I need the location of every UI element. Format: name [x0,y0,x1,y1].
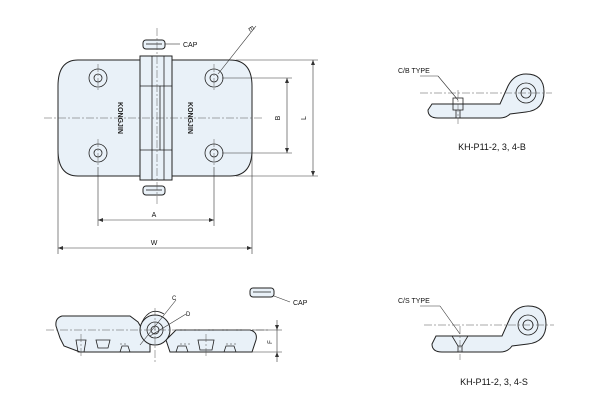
cb-body [427,73,545,119]
cb-type-label: C/B TYPE [398,68,430,75]
engraving-left: KONGJIN [116,102,123,134]
dim-w-label: W [151,240,158,247]
cap-top [142,39,166,50]
cb-leader [437,75,459,101]
c-leader [139,299,177,346]
e-leader [217,25,257,75]
side-cs-3 [197,339,215,351]
dim-c-label: C [172,296,177,302]
dim-f-label: F [268,340,274,344]
dim-d-label: D [186,312,191,318]
side-cs-1 [75,339,87,353]
cs-body [431,305,547,353]
cap-bottom [142,185,166,196]
cap-label-side: CAP [293,300,308,307]
top-view: CAP KONGJIN KONGJIN E B [44,25,318,254]
side-cap-leader [273,295,291,303]
dim-b-label: B [275,115,282,120]
side-knuckle-top [141,310,165,323]
cap-label-top: CAP [183,42,198,49]
left-leaf [57,59,141,177]
dim-l-label: L [301,116,308,120]
dim-e-label: E [246,25,255,33]
side-left-leaf [55,315,151,353]
side-notches [119,345,237,353]
side-right-leaf [165,329,257,353]
knuckle-step-right [160,85,172,151]
cb-type-view: C/B TYPE KH-P11-2, 3, 4-B [398,68,552,152]
cs-type-view: C/S TYPE KH-P11-2, 3, 4-S [398,298,554,387]
cs-leader [439,305,461,335]
side-cap [249,287,275,298]
side-cs-2 [95,339,111,349]
model-s-label: KH-P11-2, 3, 4-S [460,377,528,387]
dim-a-label: A [152,212,157,219]
model-b-label: KH-P11-2, 3, 4-B [458,142,526,152]
side-view: C D F CAP [46,287,308,362]
d-leader [149,313,187,337]
cs-type-label: C/S TYPE [398,298,430,305]
engraving-right: KONGJIN [186,102,193,134]
